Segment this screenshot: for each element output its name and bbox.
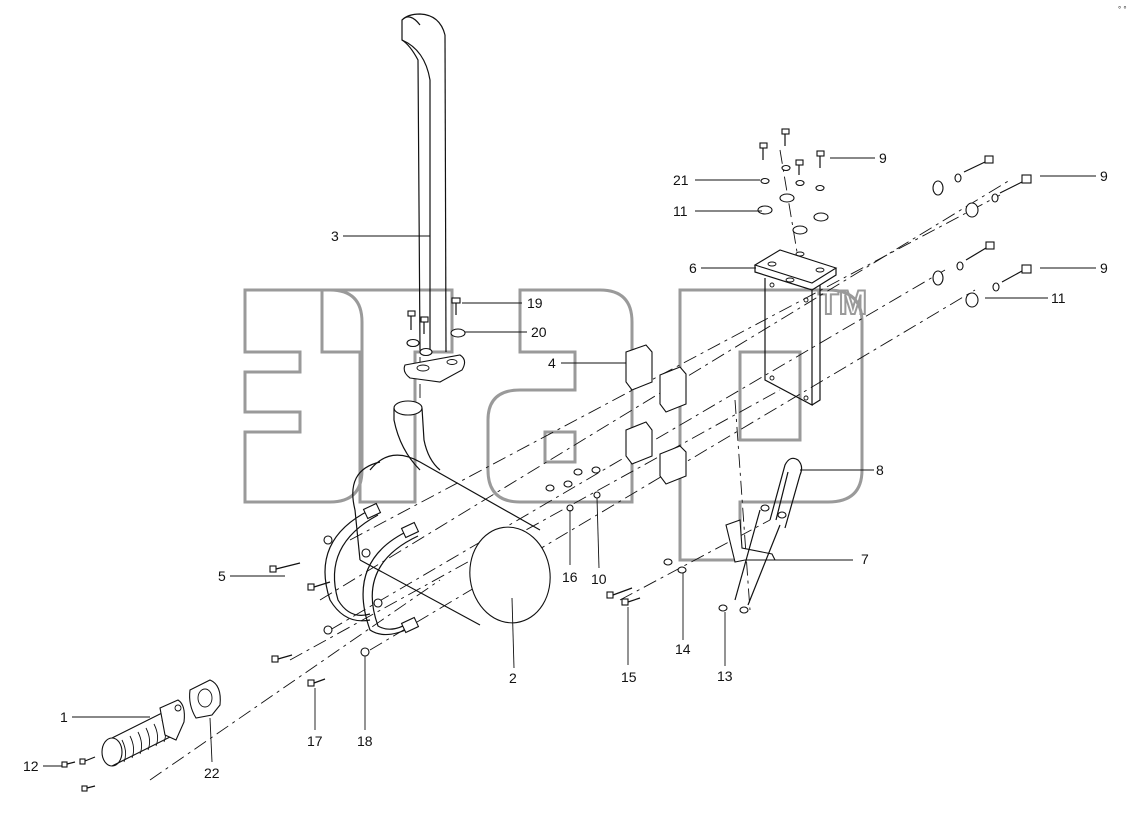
elbow-pipe [393, 400, 441, 471]
callout-21: 21 [673, 172, 689, 188]
corner-mark: ° ° [1118, 5, 1127, 14]
muffler [352, 454, 551, 626]
callout-10: 10 [591, 571, 607, 587]
flexible-pipe [101, 699, 185, 767]
callout-9-top: 9 [879, 150, 887, 166]
bolts-19 [407, 297, 461, 334]
support-7 [725, 519, 776, 563]
washers-20 [406, 328, 466, 357]
bolts-12 [61, 756, 96, 792]
pads-4 [625, 344, 687, 485]
exhaust-pipe [401, 13, 447, 353]
callout-18: 18 [357, 733, 373, 749]
callout-16: 16 [562, 569, 578, 585]
side-bolts [932, 155, 1032, 308]
callout-7: 7 [861, 551, 869, 567]
callout-2: 2 [509, 670, 517, 686]
watermark-letter-a [486, 288, 634, 504]
pipe-flange [403, 354, 466, 383]
callout-17: 17 [307, 733, 323, 749]
top-bolts [757, 128, 829, 235]
callout-19: 19 [527, 295, 543, 311]
callout-11-side: 11 [1051, 290, 1066, 306]
callout-3: 3 [331, 228, 339, 244]
callout-13: 13 [717, 668, 733, 684]
watermark-letter-r [678, 288, 864, 562]
callout-11-top: 11 [673, 203, 688, 219]
callout-14: 14 [675, 641, 691, 657]
callout-8: 8 [876, 462, 884, 478]
callout-22: 22 [204, 765, 220, 781]
callout-1: 1 [60, 709, 68, 725]
watermark-tm: TM [818, 284, 867, 322]
callout-4: 4 [548, 355, 556, 371]
callout-20: 20 [531, 324, 547, 340]
bolts-15-14 [606, 558, 687, 606]
watermark-letter-e [243, 288, 364, 504]
callout-5: 5 [218, 568, 226, 584]
callout-12: 12 [23, 758, 39, 774]
callout-labels: 1 2 3 4 5 6 7 8 9 9 9 10 11 11 12 13 14 … [23, 150, 1108, 781]
watermark-logo: TM [243, 283, 868, 562]
callout-9-lower: 9 [1100, 260, 1108, 276]
watermark-letter-t [320, 288, 454, 504]
leader-lines [43, 157, 1096, 767]
clamps [324, 502, 420, 636]
callout-6: 6 [689, 260, 697, 276]
bracket-6 [753, 249, 838, 406]
nuts-16-10 [545, 466, 601, 512]
gasket-22 [189, 679, 221, 719]
u-bolt-8 [718, 457, 803, 614]
callout-15: 15 [621, 669, 637, 685]
callout-9-upper: 9 [1100, 168, 1108, 184]
